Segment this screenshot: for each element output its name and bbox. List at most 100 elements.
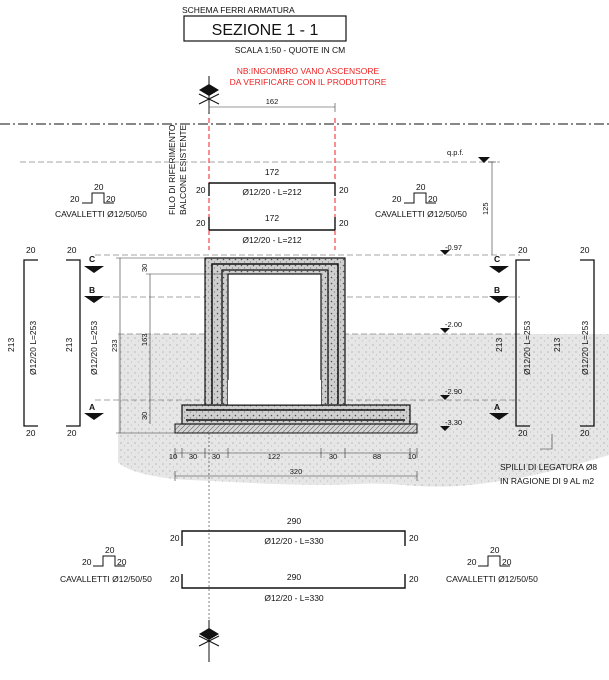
svg-text:20: 20 [580,245,590,255]
svg-text:290: 290 [287,516,301,526]
section-cut-bottom-icon [198,620,220,662]
svg-text:20: 20 [67,245,77,255]
svg-text:20: 20 [196,185,206,195]
dim-125: 125 [481,202,490,215]
svg-text:10: 10 [169,452,177,461]
concrete-section [174,257,418,434]
svg-text:CAVALLETTI Ø12/50/50: CAVALLETTI Ø12/50/50 [60,574,152,584]
svg-text:20: 20 [339,185,349,195]
note-line-1: NB:INGOMBRO VANO ASCENSORE [237,66,380,76]
svg-text:20: 20 [26,245,36,255]
svg-text:30: 30 [140,412,149,420]
svg-text:20: 20 [82,557,92,567]
cavalletti-top-right: 20 20 20 CAVALLETTI Ø12/50/50 [375,182,467,219]
marker-b-left: B [84,285,104,303]
marker-c-left: C [84,254,104,273]
spilli-line-2: IN RAGIONE DI 9 AL m2 [500,476,594,486]
svg-text:20: 20 [117,557,127,567]
bottom-dim-chain: 10 30 30 122 30 88 10 320 [169,448,418,481]
svg-text:Ø12/20 L=253: Ø12/20 L=253 [522,321,532,375]
svg-text:20: 20 [170,574,180,584]
marker-a-left: A [84,402,104,420]
level-290: -2.90 [445,387,462,396]
svg-text:20: 20 [518,428,528,438]
svg-text:CAVALLETTI Ø12/50/50: CAVALLETTI Ø12/50/50 [446,574,538,584]
svg-text:172: 172 [265,213,279,223]
svg-text:20: 20 [196,218,206,228]
total-width: 320 [290,467,303,476]
svg-text:20: 20 [170,533,180,543]
svg-text:20: 20 [339,218,349,228]
level-097: -0.97 [445,243,462,252]
spilli-line-1: SPILLI DI LEGATURA Ø8 [500,462,597,472]
level-200: -2.00 [445,320,462,329]
svg-text:Ø12/20 - L=212: Ø12/20 - L=212 [242,235,302,245]
svg-text:163: 163 [140,333,149,346]
marker-b-right: B [489,285,509,303]
svg-text:Ø12/20 L=253: Ø12/20 L=253 [28,321,38,375]
header-subtitle: SCHEMA FERRI ARMATURA [182,5,295,15]
level-marker-icon [478,157,490,163]
svg-text:20: 20 [467,557,477,567]
svg-text:20: 20 [26,428,36,438]
scale-text: SCALA 1:50 - QUOTE IN CM [235,45,346,55]
svg-text:C: C [89,254,95,264]
level-330: -3.30 [445,418,462,427]
svg-text:20: 20 [409,533,419,543]
section-cut-top-icon [198,76,220,114]
svg-text:30: 30 [189,452,197,461]
vertical-dims: 233 163 30 30 [110,257,228,434]
gpf-label: q.p.f. [447,148,464,157]
svg-text:172: 172 [265,167,279,177]
svg-text:233: 233 [110,339,119,352]
svg-text:A: A [494,402,500,412]
svg-text:20: 20 [70,194,80,204]
svg-text:Ø12/20 - L=330: Ø12/20 - L=330 [264,536,324,546]
bottom-bar-2: 290 20 20 Ø12/20 - L=330 [170,572,419,603]
svg-text:20: 20 [392,194,402,204]
svg-text:10: 10 [408,452,416,461]
bottom-bar-1: 290 20 20 Ø12/20 - L=330 [170,516,419,546]
svg-text:Ø12/20 - L=330: Ø12/20 - L=330 [264,593,324,603]
svg-text:213: 213 [552,338,562,352]
svg-text:B: B [89,285,95,295]
top-bar-1: 172 20 20 Ø12/20 - L=212 [196,167,349,197]
side-bar-inner-left: 20 20 213 Ø12/20 L=253 [64,245,99,438]
svg-text:CAVALLETTI Ø12/50/50: CAVALLETTI Ø12/50/50 [55,209,147,219]
page-title: SEZIONE 1 - 1 [212,22,319,39]
side-bar-outer-left: 20 20 213 Ø12/20 L=253 [6,245,38,438]
svg-text:213: 213 [6,338,16,352]
svg-text:20: 20 [106,194,116,204]
svg-text:20: 20 [94,182,104,192]
balcony-label-2: BALCONE ESISTENTE [178,124,188,215]
side-bar-inner-right: 20 20 213 Ø12/20 L=253 [552,245,595,438]
top-bar-2: 172 20 20 Ø12/20 - L=212 [196,213,349,245]
svg-text:B: B [494,285,500,295]
marker-a-right: A [489,402,509,420]
cavalletti-bottom-right: 20 20 20 CAVALLETTI Ø12/50/50 [446,545,538,584]
svg-text:20: 20 [502,557,512,567]
svg-text:20: 20 [490,545,500,555]
svg-text:C: C [494,254,500,264]
svg-text:20: 20 [580,428,590,438]
dim-162: 162 [266,97,279,106]
svg-text:213: 213 [64,338,74,352]
svg-text:213: 213 [494,338,504,352]
svg-text:122: 122 [268,452,281,461]
svg-text:CAVALLETTI Ø12/50/50: CAVALLETTI Ø12/50/50 [375,209,467,219]
balcony-label-1: FILO DI RIFERIMENTO [167,124,177,215]
svg-text:30: 30 [329,452,337,461]
svg-text:290: 290 [287,572,301,582]
svg-text:88: 88 [373,452,381,461]
svg-text:20: 20 [518,245,528,255]
svg-text:20: 20 [67,428,77,438]
side-bar-outer-right: 20 20 213 Ø12/20 L=253 [494,245,532,438]
svg-text:20: 20 [105,545,115,555]
cavalletti-bottom-left: 20 20 20 CAVALLETTI Ø12/50/50 [60,545,152,584]
cavalletti-top-left: 20 20 20 CAVALLETTI Ø12/50/50 [55,182,147,219]
marker-c-right: C [489,254,509,273]
svg-text:20: 20 [409,574,419,584]
svg-text:20: 20 [416,182,426,192]
svg-text:30: 30 [140,264,149,272]
